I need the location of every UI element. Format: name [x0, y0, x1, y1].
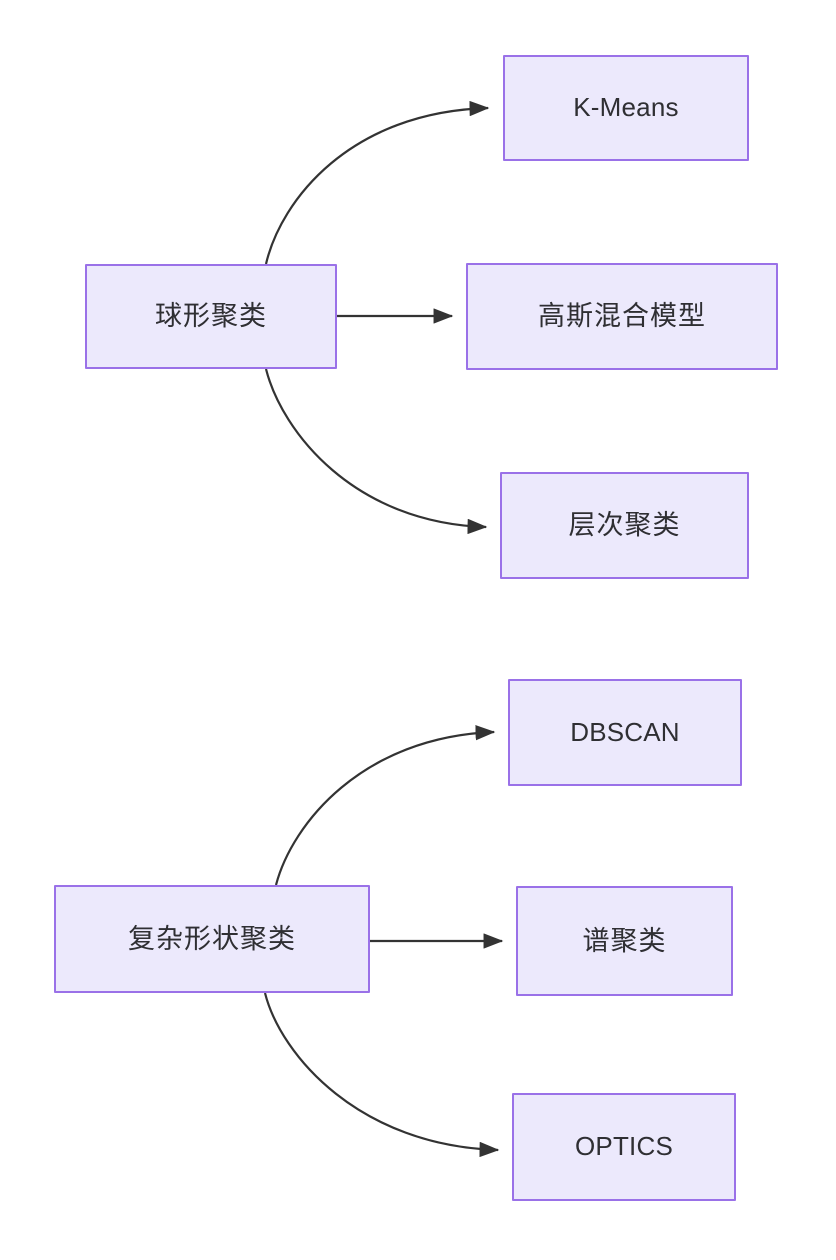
node-complex-shape-clustering[interactable]: 复杂形状聚类: [54, 885, 370, 993]
node-hierarchical-clustering[interactable]: 层次聚类: [500, 472, 749, 579]
node-complex-shape-clustering-label: 复杂形状聚类: [128, 923, 296, 954]
node-dbscan[interactable]: DBSCAN: [508, 679, 742, 786]
edge-complex-to-dbscan: [274, 725, 496, 886]
node-spectral-clustering-label: 谱聚类: [582, 925, 667, 956]
node-gaussian-mixture-model[interactable]: 高斯混合模型: [466, 263, 778, 370]
node-optics[interactable]: OPTICS: [512, 1093, 736, 1201]
node-spectral-clustering[interactable]: 谱聚类: [516, 886, 733, 996]
edge-spherical-to-hierarchical: [264, 368, 488, 535]
node-gaussian-mixture-model-label: 高斯混合模型: [538, 301, 706, 332]
node-dbscan-label: DBSCAN: [570, 716, 680, 747]
node-spherical-clustering-label: 球形聚类: [155, 301, 267, 332]
node-hierarchical-clustering-label: 层次聚类: [568, 510, 681, 541]
node-kmeans[interactable]: K-Means: [503, 55, 749, 161]
node-kmeans-label: K-Means: [573, 92, 679, 123]
node-optics-label: OPTICS: [575, 1131, 673, 1162]
node-spherical-clustering[interactable]: 球形聚类: [85, 264, 337, 369]
edge-spherical-to-kmeans: [264, 100, 490, 265]
edge-complex-to-optics: [263, 992, 500, 1158]
